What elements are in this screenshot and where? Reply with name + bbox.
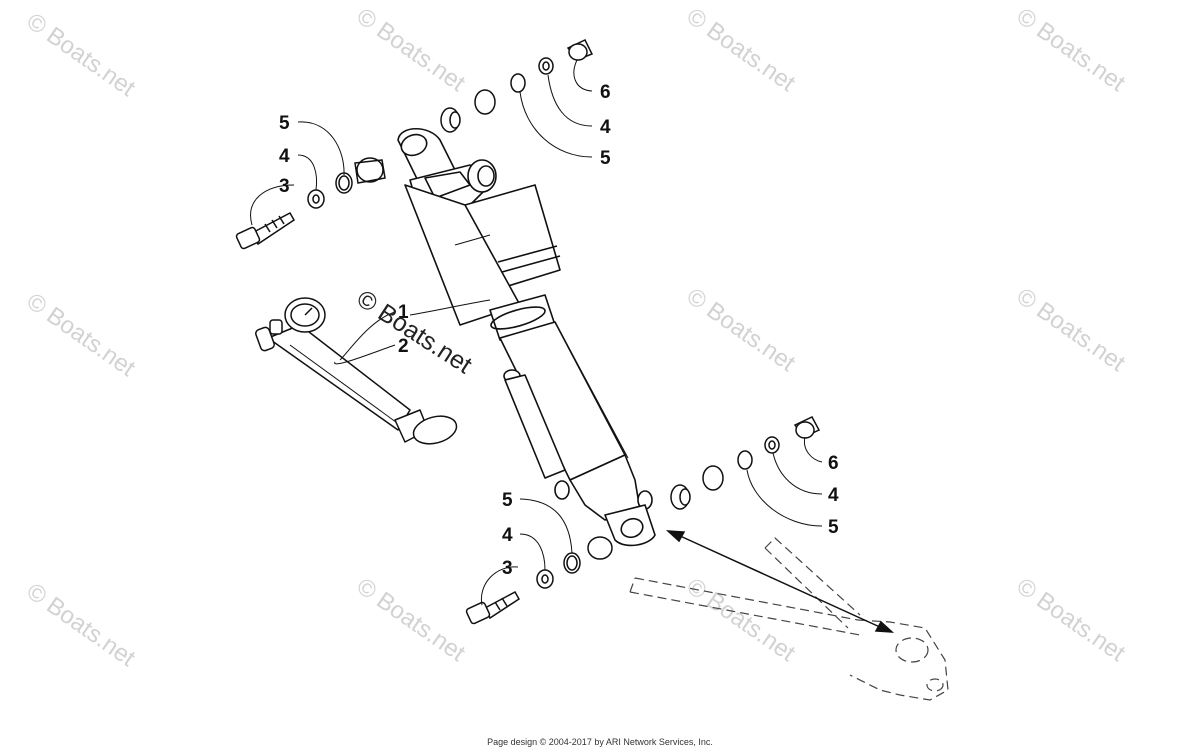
adjuster-tool: [255, 297, 458, 445]
callout-number: 5: [279, 113, 290, 134]
watermark: © Boats.net: [352, 573, 471, 667]
upper-left-hardware: [235, 157, 386, 250]
callout-number: 3: [502, 558, 513, 579]
callout-number: 2: [398, 336, 409, 357]
a-arm-outline: [629, 537, 949, 701]
callout-number: 4: [502, 525, 513, 546]
callout-number: 4: [828, 485, 839, 506]
watermark: © Boats.net: [1012, 283, 1131, 377]
callout-number: 3: [279, 176, 290, 197]
lower-right-hardware: [670, 416, 821, 510]
reference-arrow: [665, 530, 895, 633]
callout-number: 4: [600, 117, 611, 138]
callout-number: 5: [502, 490, 513, 511]
watermark: © Boats.net: [1012, 3, 1131, 97]
watermark: © Boats.net: [682, 283, 801, 377]
watermark: © Boats.net: [682, 3, 801, 97]
watermark: © Boats.net: [1012, 573, 1131, 667]
leader-lines: [250, 59, 823, 606]
watermark: © Boats.net: [22, 578, 141, 672]
watermark: © Boats.net: [22, 288, 141, 382]
callout-number: 5: [828, 517, 839, 538]
upper-right-hardware: [440, 39, 594, 133]
footer-copyright: Page design © 2004-2017 by ARI Network S…: [487, 737, 713, 747]
watermark: © Boats.net: [22, 8, 141, 102]
callout-number: 6: [600, 82, 611, 103]
callout-number: 6: [828, 453, 839, 474]
callout-number: 5: [600, 148, 611, 169]
watermark: © Boats.net: [352, 3, 471, 97]
shock-absorber: [397, 127, 656, 547]
callouts: 5 4 3 6 4 5 1 2 5 4 3 6 4 5: [279, 82, 839, 579]
callout-number: 1: [398, 302, 409, 323]
callout-number: 4: [279, 146, 290, 167]
lower-left-hardware: [465, 536, 613, 625]
